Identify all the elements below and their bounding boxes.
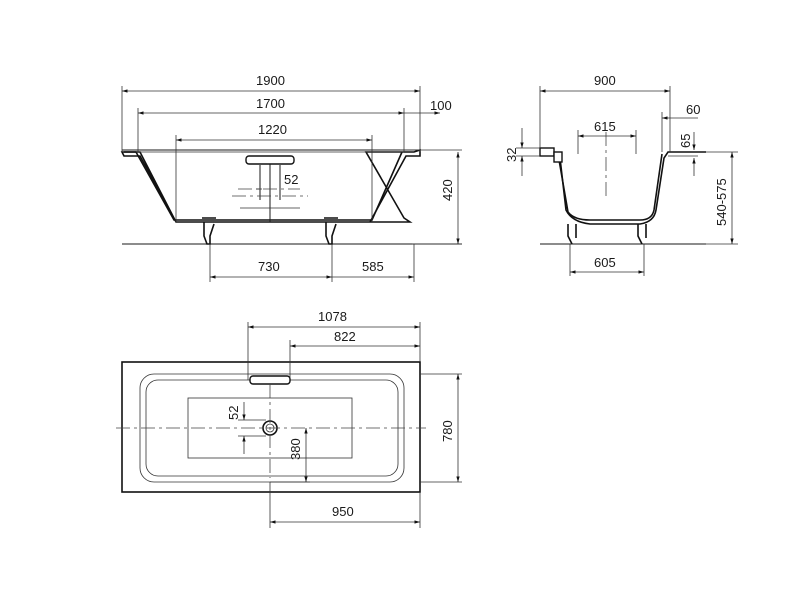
dim-rim-thickness: 32 (504, 148, 519, 162)
end-view-rim-block (539, 147, 555, 157)
dim-drain-to-end: 950 (332, 504, 354, 519)
overflow-fitting (245, 155, 295, 165)
foot-right (324, 217, 338, 245)
dim-feet-spacing: 730 (258, 259, 280, 274)
dim-drain-dia: 52 (226, 406, 241, 420)
dim-rim-width: 100 (430, 98, 452, 113)
dim-overall-width: 900 (594, 73, 616, 88)
dim-drain-to-edge: 380 (288, 438, 303, 460)
end-foot-left (567, 224, 577, 245)
foot-left (202, 217, 216, 245)
plan-outer-rim (121, 361, 421, 493)
dim-height: 420 (440, 179, 455, 201)
dim-foot-offset: 585 (362, 259, 384, 274)
dim-bottom-length: 1220 (258, 122, 287, 137)
dim-end-feet-spacing: 605 (594, 255, 616, 270)
dim-end-bottom-width: 615 (594, 119, 616, 134)
dim-inner-length: 1700 (256, 96, 285, 111)
side-view-tub-outline (120, 148, 421, 223)
dim-install-height: 540-575 (714, 178, 729, 226)
dim-drain-offset-inner: 822 (334, 329, 356, 344)
end-view-tub-outline (540, 151, 706, 225)
dim-plan-width: 780 (440, 420, 455, 442)
dim-overall-length: 1900 (256, 73, 285, 88)
dim-end-rim-width: 60 (686, 102, 700, 117)
side-view: 1900 1700 100 1220 52 420 730 585 (120, 73, 462, 282)
end-view: 900 60 615 32 65 540-575 605 (504, 73, 738, 276)
dim-drain-offset-total: 1078 (318, 309, 347, 324)
dim-overflow-height: 52 (284, 172, 298, 187)
dim-rim-drop: 65 (678, 134, 693, 148)
end-foot-right (637, 224, 647, 245)
plan-overflow (249, 375, 291, 385)
plan-view: 1078 822 52 380 780 950 (116, 309, 462, 528)
